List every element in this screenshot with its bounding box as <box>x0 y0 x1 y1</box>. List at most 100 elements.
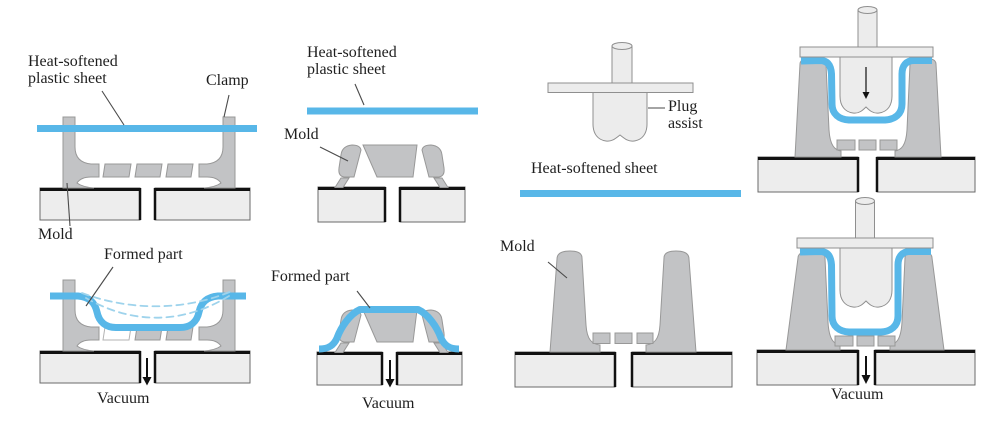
sheet-label-line2: plastic sheet <box>307 61 386 78</box>
mold-floor-segment <box>877 335 896 347</box>
mold-floor-segment <box>614 332 633 344</box>
mold-clamp-left <box>62 279 100 352</box>
formed-part-sheet <box>799 248 931 336</box>
plug-rod-top <box>611 42 633 50</box>
plug <box>592 92 648 142</box>
mold-floor-segment <box>856 335 875 347</box>
panel-plug-assist-vacuum <box>756 197 976 386</box>
plug-rod-top <box>857 6 878 14</box>
panel-vacuum-forming-clamped-sheet <box>37 116 257 221</box>
male-mold-center <box>362 144 418 178</box>
base-block <box>631 351 733 388</box>
clamp-label: Clamp <box>206 72 249 89</box>
mold-foot <box>334 177 350 188</box>
plug-assist-label-line1: Plug <box>668 98 698 115</box>
base-block <box>876 156 976 193</box>
panel-drape-forming-sheet <box>307 107 478 223</box>
leader-lines <box>66 83 665 309</box>
sheet-label: Heat-softened sheet <box>531 160 658 177</box>
vacuum-gap-edge <box>383 187 402 222</box>
base-block <box>317 186 386 223</box>
vacuum-gap-edge <box>380 352 399 385</box>
mold-floor-segment <box>836 139 856 151</box>
leader-line <box>547 261 568 279</box>
mold-foot <box>433 342 449 353</box>
sheet-intermediate-position <box>81 290 233 308</box>
vacuum-label: Vacuum <box>362 395 415 412</box>
vacuum-arrowhead <box>142 377 152 386</box>
sheet-label: Heat-softened plastic sheet <box>28 53 118 87</box>
leader-line <box>223 94 230 118</box>
plug-plate <box>799 46 934 58</box>
formed-part-sheet <box>50 292 246 331</box>
base-block <box>514 351 616 388</box>
mold-floor-segment <box>879 139 898 151</box>
mold-clamp-right <box>198 116 236 189</box>
base-block <box>757 156 859 193</box>
plug-motion-arrowhead <box>862 92 870 99</box>
male-mold-side-right <box>421 144 445 178</box>
mold-floor-segment <box>636 332 654 344</box>
leader-line <box>66 182 71 227</box>
mold-floor-segment <box>858 139 877 151</box>
mold-clamp-right <box>198 279 236 352</box>
plug-plate <box>547 82 694 93</box>
vacuum-gap-edge <box>613 352 634 387</box>
sheet-intermediate-position <box>85 295 230 319</box>
panel-drape-forming-formed-part <box>316 306 463 388</box>
vacuum-gap-edge <box>138 188 157 220</box>
formed-part-label: Formed part <box>271 268 350 285</box>
leader-line <box>356 290 371 309</box>
panel-vacuum-forming-formed-part <box>39 279 251 386</box>
vacuum-label: Vacuum <box>831 386 884 403</box>
base-block <box>316 351 383 386</box>
base-block <box>39 350 141 384</box>
base-block <box>756 349 859 386</box>
male-mold-side-left <box>338 144 362 178</box>
mold-floor-segment <box>165 163 194 178</box>
leader-line <box>85 266 114 307</box>
base-block <box>399 186 466 223</box>
mold-label: Mold <box>500 238 535 255</box>
mold-floor-segment <box>102 163 132 178</box>
mold-clamp-left <box>62 116 100 189</box>
plug-plate <box>796 237 934 249</box>
sheet-label-line1: Heat-softened <box>28 53 118 70</box>
formed-part-label: Formed part <box>104 246 183 263</box>
forming-sheet <box>800 57 932 124</box>
mold-label: Mold <box>284 126 319 143</box>
leader-line <box>101 90 125 126</box>
panel-plug-assist-pressing <box>757 6 976 193</box>
plug-rod <box>855 200 875 239</box>
plug-rod <box>611 45 633 85</box>
panel-plug-assist-female-mold <box>514 250 733 388</box>
plug-rod-top <box>855 197 875 205</box>
mold-floor-segment <box>592 332 611 344</box>
plug-rod <box>857 9 878 49</box>
mold-foot <box>433 177 449 188</box>
vacuum-gap-edge <box>856 350 877 385</box>
base-block <box>874 349 976 386</box>
sheet-label-line2: plastic sheet <box>28 70 107 87</box>
male-mold-center <box>362 309 418 343</box>
leader-line <box>319 146 349 162</box>
vacuum-label: Vacuum <box>97 390 150 407</box>
mold-floor-segment <box>134 163 163 178</box>
base-block <box>396 351 463 386</box>
sheet-label-line1: Heat-softened <box>307 44 397 61</box>
vacuum-gap-edge <box>856 157 879 192</box>
base-block <box>154 350 251 384</box>
leader-line <box>354 83 365 106</box>
mold-label: Mold <box>38 226 73 243</box>
panel-plug-assist-tooling <box>520 42 741 197</box>
plug-assist-label-line2: assist <box>668 115 703 132</box>
vacuum-arrowhead <box>385 379 395 388</box>
formed-part-sheet <box>318 306 460 353</box>
plug <box>839 247 893 308</box>
plug-assist-label: Plug assist <box>668 98 703 132</box>
vacuum-arrowhead <box>861 375 871 384</box>
mold-foot <box>334 342 350 353</box>
base-block <box>154 187 251 221</box>
